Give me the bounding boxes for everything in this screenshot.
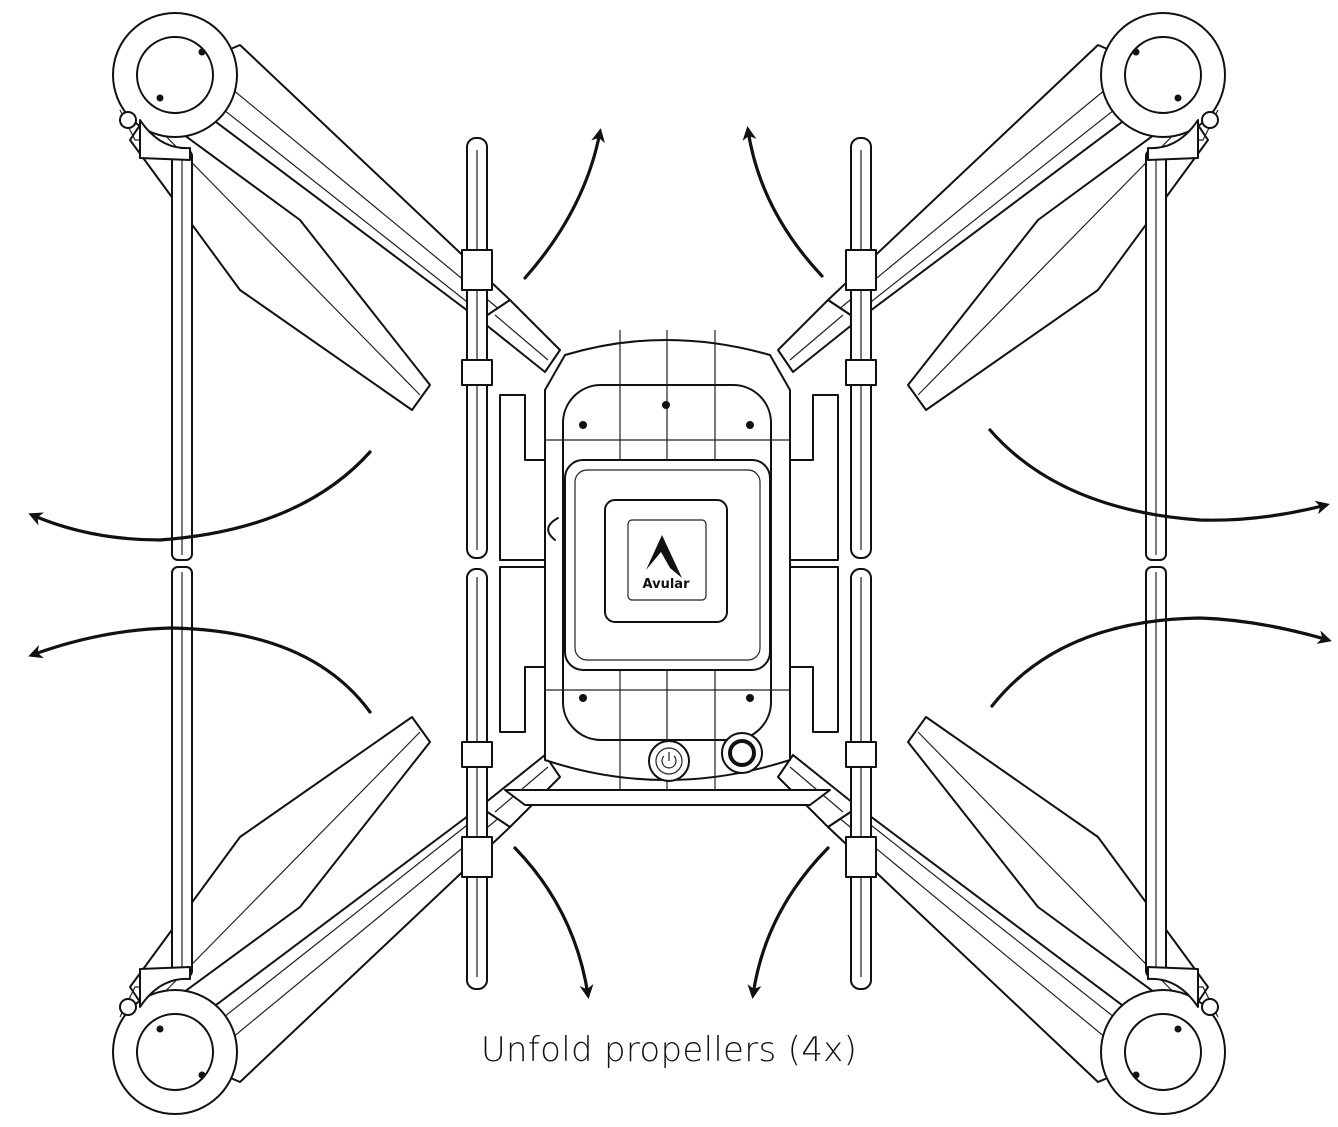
drone-body [504, 330, 831, 806]
arrow-bottom-left-down [513, 846, 594, 999]
unfold-arrows [28, 126, 1332, 999]
arrow-right-lower [990, 616, 1332, 708]
logo-plate [604, 499, 728, 623]
arrow-top-right-up [742, 126, 824, 278]
quadrant-top-right [777, 12, 1226, 561]
power-icon [661, 755, 677, 769]
caption: Unfold propellers (4x) [480, 1030, 858, 1070]
secondary-button [721, 732, 763, 774]
power-button [648, 740, 690, 782]
logo-text: Avular [643, 577, 691, 592]
quadrant-top-left [112, 12, 561, 561]
arrow-bottom-right-down [747, 846, 830, 999]
arrow-left-upper [28, 450, 372, 542]
arrow-right-upper [988, 428, 1330, 522]
avular-logo-icon: Avular [643, 535, 691, 592]
arrow-left-lower [28, 626, 372, 714]
arrow-top-left-up [523, 128, 605, 280]
